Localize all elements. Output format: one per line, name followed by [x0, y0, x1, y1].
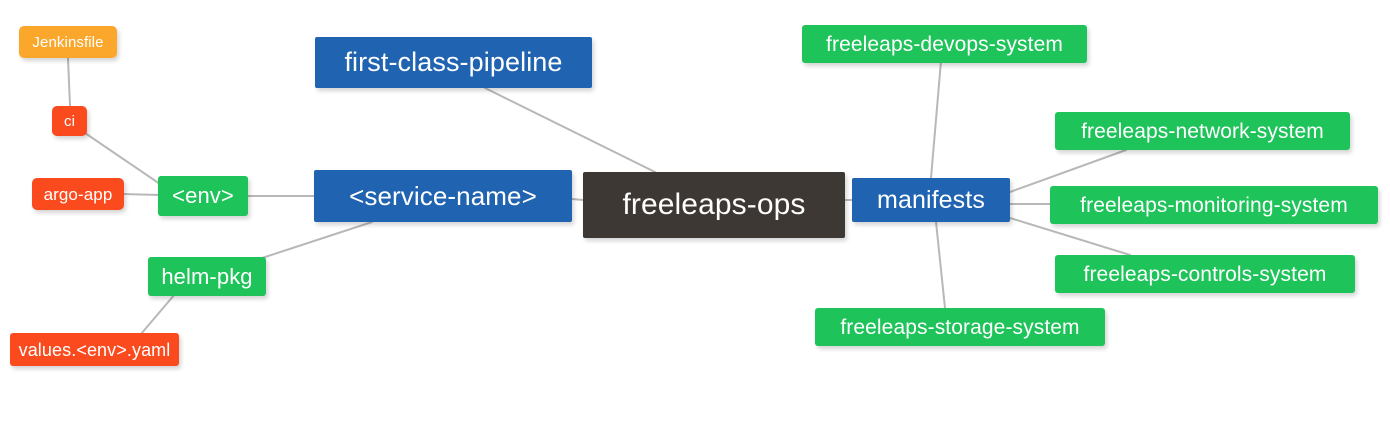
edge-pipeline-root [484, 87, 656, 173]
edge-helmpkg-servicename [258, 221, 373, 260]
node-label: helm-pkg [161, 263, 253, 289]
node-label: first-class-pipeline [344, 47, 563, 77]
edge-servicename-root [571, 198, 584, 201]
node-label: freeleaps-ops [622, 188, 806, 221]
node-label: values.<env>.yaml [18, 339, 171, 360]
node-label: freeleaps-storage-system [840, 315, 1080, 339]
node-values-yaml[interactable]: values.<env>.yaml [10, 333, 179, 366]
node-label: manifests [877, 185, 985, 214]
edge-jenkinsfile-ci [67, 57, 71, 107]
edge-manifests-devopssystem [930, 60, 942, 179]
edge-manifests-storagesystem [935, 221, 946, 309]
node-jenkinsfile[interactable]: Jenkinsfile [19, 26, 117, 58]
node-freeleaps-monitoring-system[interactable]: freeleaps-monitoring-system [1050, 186, 1378, 224]
node-label: argo-app [43, 184, 113, 204]
node-manifests[interactable]: manifests [852, 178, 1010, 222]
node-freeleaps-storage-system[interactable]: freeleaps-storage-system [815, 308, 1105, 346]
node-label: freeleaps-controls-system [1083, 262, 1327, 286]
node-service-name[interactable]: <service-name> [314, 170, 572, 222]
node-helm-pkg[interactable]: helm-pkg [148, 257, 266, 296]
node-ci[interactable]: ci [52, 106, 87, 136]
node-label: freeleaps-monitoring-system [1080, 193, 1348, 217]
node-label: <service-name> [349, 181, 537, 211]
edge-argoapp-env [123, 193, 161, 196]
node-label: Jenkinsfile [32, 33, 104, 51]
node-first-class-pipeline[interactable]: first-class-pipeline [315, 37, 592, 88]
edge-ci-env [84, 132, 161, 185]
node-freeleaps-network-system[interactable]: freeleaps-network-system [1055, 112, 1350, 150]
node-label: ci [63, 112, 76, 130]
node-label: freeleaps-devops-system [826, 32, 1063, 56]
node-freeleaps-devops-system[interactable]: freeleaps-devops-system [802, 25, 1087, 63]
node-label: freeleaps-network-system [1081, 119, 1324, 143]
node-env[interactable]: <env> [158, 176, 248, 216]
node-label: <env> [172, 183, 234, 208]
node-argo-app[interactable]: argo-app [32, 178, 124, 210]
node-freeleaps-ops[interactable]: freeleaps-ops [583, 172, 845, 238]
node-freeleaps-controls-system[interactable]: freeleaps-controls-system [1055, 255, 1355, 293]
edge-valuesyaml-helmpkg [140, 293, 176, 335]
